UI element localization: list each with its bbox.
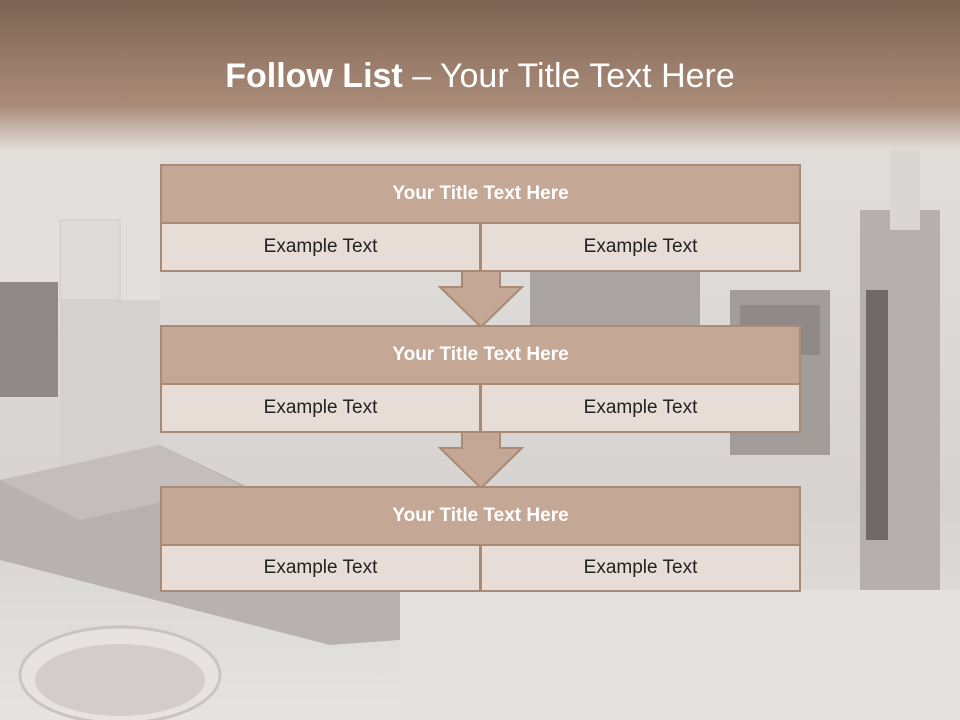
title-bold: Follow List <box>225 57 413 95</box>
block-cell-left: Example Text <box>160 222 481 272</box>
block-title: Your Title Text Here <box>160 486 801 546</box>
header-band <box>0 0 960 150</box>
block-title: Your Title Text Here <box>160 325 801 385</box>
block-cell-right: Example Text <box>480 544 801 592</box>
block-cell-right: Example Text <box>480 383 801 433</box>
down-arrow-icon <box>438 431 524 489</box>
block-cell-left: Example Text <box>160 383 481 433</box>
down-arrow-icon <box>438 270 524 328</box>
block-cell-right: Example Text <box>480 222 801 272</box>
block-cell-left: Example Text <box>160 544 481 592</box>
slide-title: Follow List – Your Title Text Here <box>0 52 960 100</box>
block-title: Your Title Text Here <box>160 164 801 224</box>
title-rest: – Your Title Text Here <box>412 57 735 95</box>
